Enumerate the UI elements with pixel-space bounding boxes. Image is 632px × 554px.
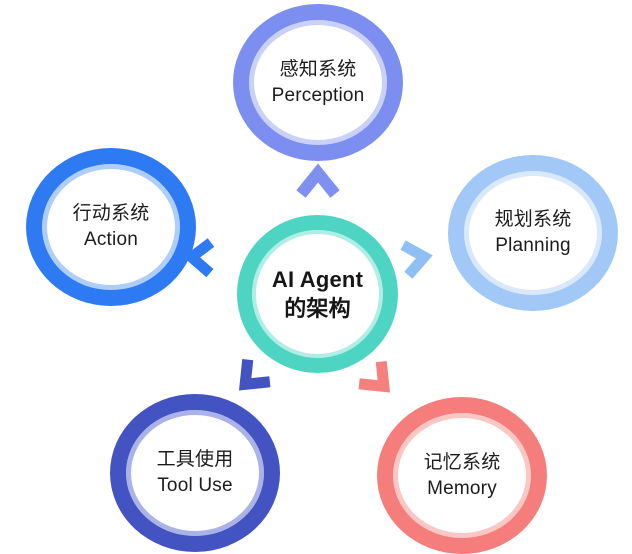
node-center-label: AI Agent 的架构 — [272, 265, 363, 323]
node-action-label: 行动系统 Action — [73, 201, 150, 253]
arrow-to-tool-use-icon — [227, 352, 277, 402]
node-tool-use: 工具使用 Tool Use — [110, 394, 280, 552]
node-tool-use-label: 工具使用 Tool Use — [157, 447, 234, 499]
node-planning-label-zh: 规划系统 — [494, 209, 572, 230]
arrow-to-action-icon — [182, 237, 216, 278]
node-perception-label-en: Perception — [271, 84, 365, 106]
node-memory-label: 记忆系统 Memory — [424, 450, 501, 502]
node-planning-label-en: Planning — [495, 235, 571, 256]
node-action-label-en: Action — [83, 229, 138, 250]
node-perception-label: 感知系统 Perception — [272, 57, 365, 109]
node-planning: 规划系统 Planning — [448, 155, 618, 311]
node-tool-use-label-en: Tool Use — [157, 475, 233, 496]
node-perception-label-zh: 感知系统 — [279, 58, 357, 80]
node-center-ai-agent: AI Agent 的架构 — [237, 215, 398, 373]
arrow-to-perception-icon — [296, 163, 340, 200]
node-center-label-line1: AI Agent — [271, 267, 364, 292]
node-planning-label: 规划系统 Planning — [495, 207, 572, 259]
node-memory: 记忆系统 Memory — [377, 397, 547, 554]
arrow-to-planning-icon — [397, 236, 433, 280]
node-action: 行动系统 Action — [26, 148, 196, 306]
node-tool-use-label-zh: 工具使用 — [156, 449, 234, 470]
node-memory-label-zh: 记忆系统 — [423, 451, 501, 473]
node-center-label-line2: 的架构 — [284, 296, 351, 321]
arrow-to-memory-icon — [352, 354, 402, 404]
node-perception: 感知系统 Perception — [233, 4, 403, 161]
node-action-label-zh: 行动系统 — [72, 203, 150, 224]
node-memory-label-en: Memory — [427, 477, 497, 499]
